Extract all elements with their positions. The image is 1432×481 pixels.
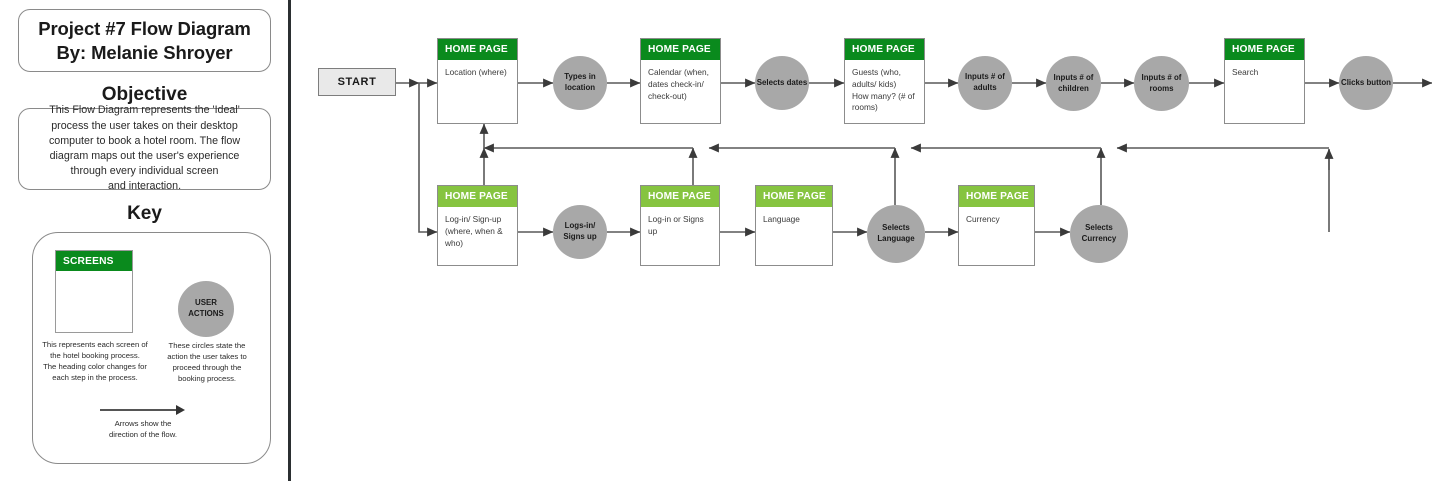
- key-user-actions-sample: USER ACTIONS: [178, 281, 234, 337]
- screen-header: HOME PAGE: [438, 39, 517, 60]
- screen-header: HOME PAGE: [438, 186, 517, 207]
- title-card: Project #7 Flow Diagram By: Melanie Shro…: [18, 9, 271, 72]
- info-panel: Project #7 Flow Diagram By: Melanie Shro…: [0, 0, 289, 481]
- key-screen-sample: SCREENS: [55, 250, 133, 333]
- key-screen-header: SCREENS: [56, 251, 132, 271]
- screen-language[interactable]: HOME PAGE Language: [755, 185, 833, 266]
- key-arrow-line: [100, 409, 178, 411]
- objective-text: This Flow Diagram represents the 'Ideal'…: [48, 104, 241, 193]
- objective-card: This Flow Diagram represents the 'Ideal'…: [18, 104, 271, 192]
- action-inputs-children[interactable]: Inputs # of children: [1046, 56, 1101, 111]
- action-clicks-button[interactable]: Clicks button: [1339, 56, 1393, 110]
- panel-divider: [288, 0, 291, 481]
- flow-edges: [396, 78, 1432, 237]
- project-title-line1: Project #7 Flow Diagram: [38, 17, 251, 39]
- screen-header: HOME PAGE: [756, 186, 832, 207]
- screen-guests[interactable]: HOME PAGE Guests (who, adults/ kids) How…: [844, 38, 925, 124]
- key-arrow-sample: [100, 405, 186, 415]
- screen-header: HOME PAGE: [641, 186, 719, 207]
- key-heading: Key: [127, 203, 162, 224]
- screen-body: Calendar (when, dates check-in/ check-ou…: [648, 67, 709, 101]
- screen-currency[interactable]: HOME PAGE Currency: [958, 185, 1035, 266]
- action-inputs-adults[interactable]: Inputs # of adults: [958, 56, 1012, 110]
- key-user-actions-caption: These circles state the action the user …: [167, 341, 247, 384]
- action-selects-language[interactable]: Selects Language: [867, 205, 925, 263]
- screen-body: Location (where): [445, 67, 507, 77]
- screen-body: Log-in/ Sign-up (where, when & who): [445, 214, 503, 248]
- key-screen-caption: This represents each screen of the hotel…: [42, 340, 148, 383]
- screen-body: Guests (who, adults/ kids) How many? (# …: [852, 67, 915, 113]
- action-types-in-location[interactable]: Types in location: [553, 56, 607, 110]
- screen-login-or-signup[interactable]: HOME PAGE Log-in or Signs up: [640, 185, 720, 266]
- screen-body: Search: [1232, 67, 1259, 77]
- screen-header: HOME PAGE: [1225, 39, 1304, 60]
- screen-login-signup[interactable]: HOME PAGE Log-in/ Sign-up (where, when &…: [437, 185, 518, 266]
- action-selects-dates[interactable]: Selects dates: [755, 56, 809, 110]
- action-inputs-rooms[interactable]: Inputs # of rooms: [1134, 56, 1189, 111]
- screen-header: HOME PAGE: [641, 39, 720, 60]
- screen-header: HOME PAGE: [845, 39, 924, 60]
- screen-header: HOME PAGE: [959, 186, 1034, 207]
- action-logs-in-signs-up[interactable]: Logs-in/ Signs up: [553, 205, 607, 259]
- flow-diagram-canvas: START HOME PAGE Location (where) Types i…: [289, 0, 1432, 481]
- screen-body: Currency: [966, 214, 1000, 224]
- arrow-head-icon: [176, 405, 185, 415]
- screen-location[interactable]: HOME PAGE Location (where): [437, 38, 518, 124]
- screen-calendar[interactable]: HOME PAGE Calendar (when, dates check-in…: [640, 38, 721, 124]
- screen-body: Language: [763, 214, 800, 224]
- project-title-line2: By: Melanie Shroyer: [56, 41, 233, 63]
- action-selects-currency[interactable]: Selects Currency: [1070, 205, 1128, 263]
- start-node[interactable]: START: [318, 68, 396, 96]
- screen-body: Log-in or Signs up: [648, 214, 704, 236]
- objective-heading: Objective: [101, 84, 188, 105]
- screen-search[interactable]: HOME PAGE Search: [1224, 38, 1305, 124]
- key-arrow-caption: Arrows show the direction of the flow.: [109, 419, 177, 440]
